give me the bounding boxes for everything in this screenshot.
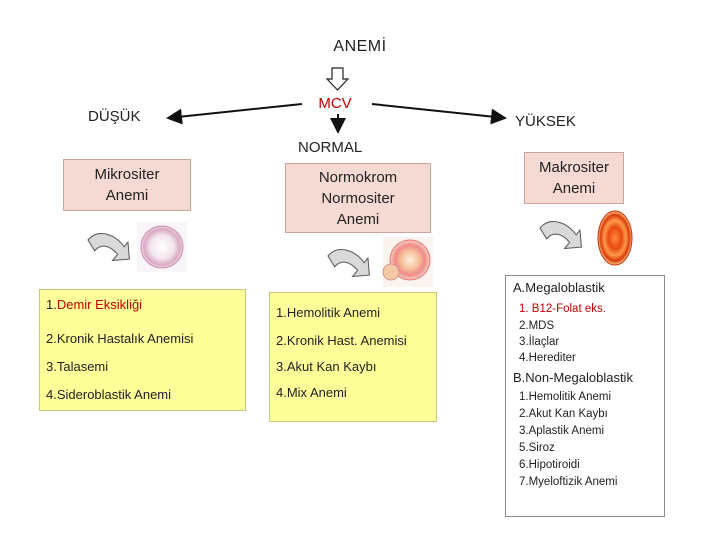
list-item: 7.Myeloftizik Anemi <box>519 476 618 488</box>
page-title: ANEMİ <box>333 38 387 55</box>
macrocytic-label: Makrositer Anemi <box>538 159 609 197</box>
mcv-label: MCV <box>318 95 352 112</box>
list-item: 2.MDS <box>519 320 555 332</box>
macrocytic-causes-list: A.Megaloblastik 1. B12-Folat eks. 2.MDS … <box>505 275 665 517</box>
red-blood-cell-icon <box>382 237 433 287</box>
list-item: 4.Sideroblastik Anemi <box>46 387 172 402</box>
arrow-to-high <box>371 103 507 125</box>
list-item: 5.Siroz <box>519 442 555 454</box>
list-item: 1.Demir Eksikliği <box>46 297 142 312</box>
down-hollow-arrow-icon <box>325 67 350 91</box>
normocytic-box: Normokrom Normositer Anemi <box>285 163 431 233</box>
normocytic-causes-list: 1.Hemolitik Anemi 2.Kronik Hast. Anemisi… <box>269 292 437 422</box>
list-item: 1.Hemolitik Anemi <box>276 305 381 320</box>
microcytic-box: Mikrositer Anemi <box>63 159 191 211</box>
curved-arrow-icon <box>87 233 130 262</box>
list-item: 3.Aplastik Anemi <box>519 425 605 437</box>
list-item: 2.Kronik Hast. Anemisi <box>276 333 407 348</box>
high-label: YÜKSEK <box>515 113 576 130</box>
normal-label: NORMAL <box>298 139 363 156</box>
list-item: 1.Hemolitik Anemi <box>519 391 612 403</box>
non-megaloblastic-heading: B.Non-Megaloblastik <box>513 370 633 385</box>
macrocytic-box: Makrositer Anemi <box>524 152 624 204</box>
list-item: 2.Kronik Hastalık Anemisi <box>46 331 194 346</box>
list-item: 3.Akut Kan Kaybı <box>276 359 377 374</box>
low-label: DÜŞÜK <box>88 108 141 125</box>
list-item: 3.İlaçlar <box>519 336 560 348</box>
list-item: 4.Herediter <box>519 352 576 364</box>
list-item: 4.Mix Anemi <box>276 385 347 400</box>
list-item-text: Demir Eksikliği <box>56 297 143 312</box>
curved-arrow-icon <box>327 249 370 278</box>
red-blood-cell-icon <box>137 222 187 272</box>
list-item: 1. B12-Folat eks. <box>519 303 606 315</box>
list-item-number: 1. <box>46 297 57 312</box>
curved-arrow-icon <box>539 221 582 250</box>
microcytic-causes-list: 1.Demir Eksikliği 2.Kronik Hastalık Anem… <box>39 289 246 411</box>
list-item: 2.Akut Kan Kaybı <box>519 408 608 420</box>
red-blood-cell-icon <box>595 208 635 266</box>
list-item: 6.Hipotiroidi <box>519 459 580 471</box>
megaloblastic-heading: A.Megaloblastik <box>513 280 605 295</box>
list-item: 3.Talasemi <box>46 359 109 374</box>
arrow-to-low <box>166 103 303 125</box>
normocytic-label: Normokrom Normositer Anemi <box>318 168 398 228</box>
microcytic-label: Mikrositer Anemi <box>94 166 160 204</box>
